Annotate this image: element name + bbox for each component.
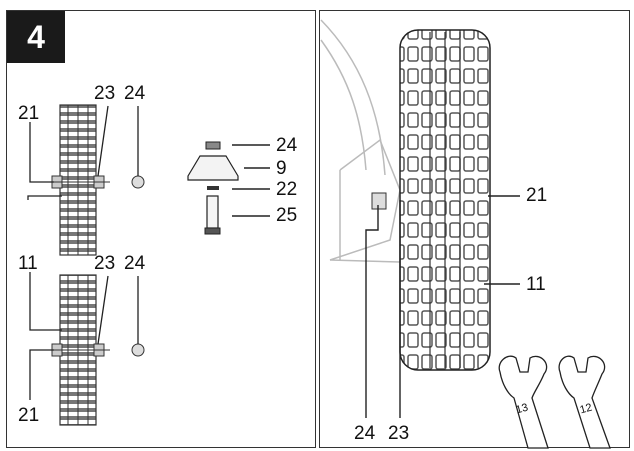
hub-leader-lines — [232, 144, 270, 217]
axle-bolt — [371, 192, 387, 210]
lower-wheel-side-view — [40, 274, 145, 426]
label-23-lower: 23 — [94, 253, 116, 274]
label-9: 9 — [276, 158, 287, 179]
label-11: 11 — [18, 253, 38, 274]
left-panel: 4 — [6, 10, 316, 448]
wrench-12 — [558, 355, 611, 449]
label-21-lower: 21 — [18, 405, 40, 426]
label-25: 25 — [276, 205, 298, 226]
label-24-hub: 24 — [276, 135, 298, 156]
label-24-right: 24 — [354, 423, 376, 444]
large-wheel — [399, 29, 491, 371]
hub-exploded-parts — [187, 141, 239, 235]
label-11-right: 11 — [526, 274, 546, 295]
label-21-upper: 21 — [18, 103, 40, 124]
step-number-badge: 4 — [7, 11, 65, 63]
right-leader-lines — [365, 195, 520, 418]
step-number: 4 — [27, 18, 45, 55]
left-leader-lines — [27, 105, 139, 400]
label-24-upper: 24 — [124, 83, 146, 104]
mower-body-outline — [320, 19, 401, 263]
upper-wheel-side-view — [40, 104, 145, 256]
wrench-13 — [498, 355, 549, 449]
label-24-lower: 24 — [124, 253, 146, 274]
label-21-right: 21 — [526, 185, 548, 206]
label-23-upper: 23 — [94, 83, 116, 104]
label-22: 22 — [276, 179, 298, 200]
label-23-right: 23 — [388, 423, 410, 444]
